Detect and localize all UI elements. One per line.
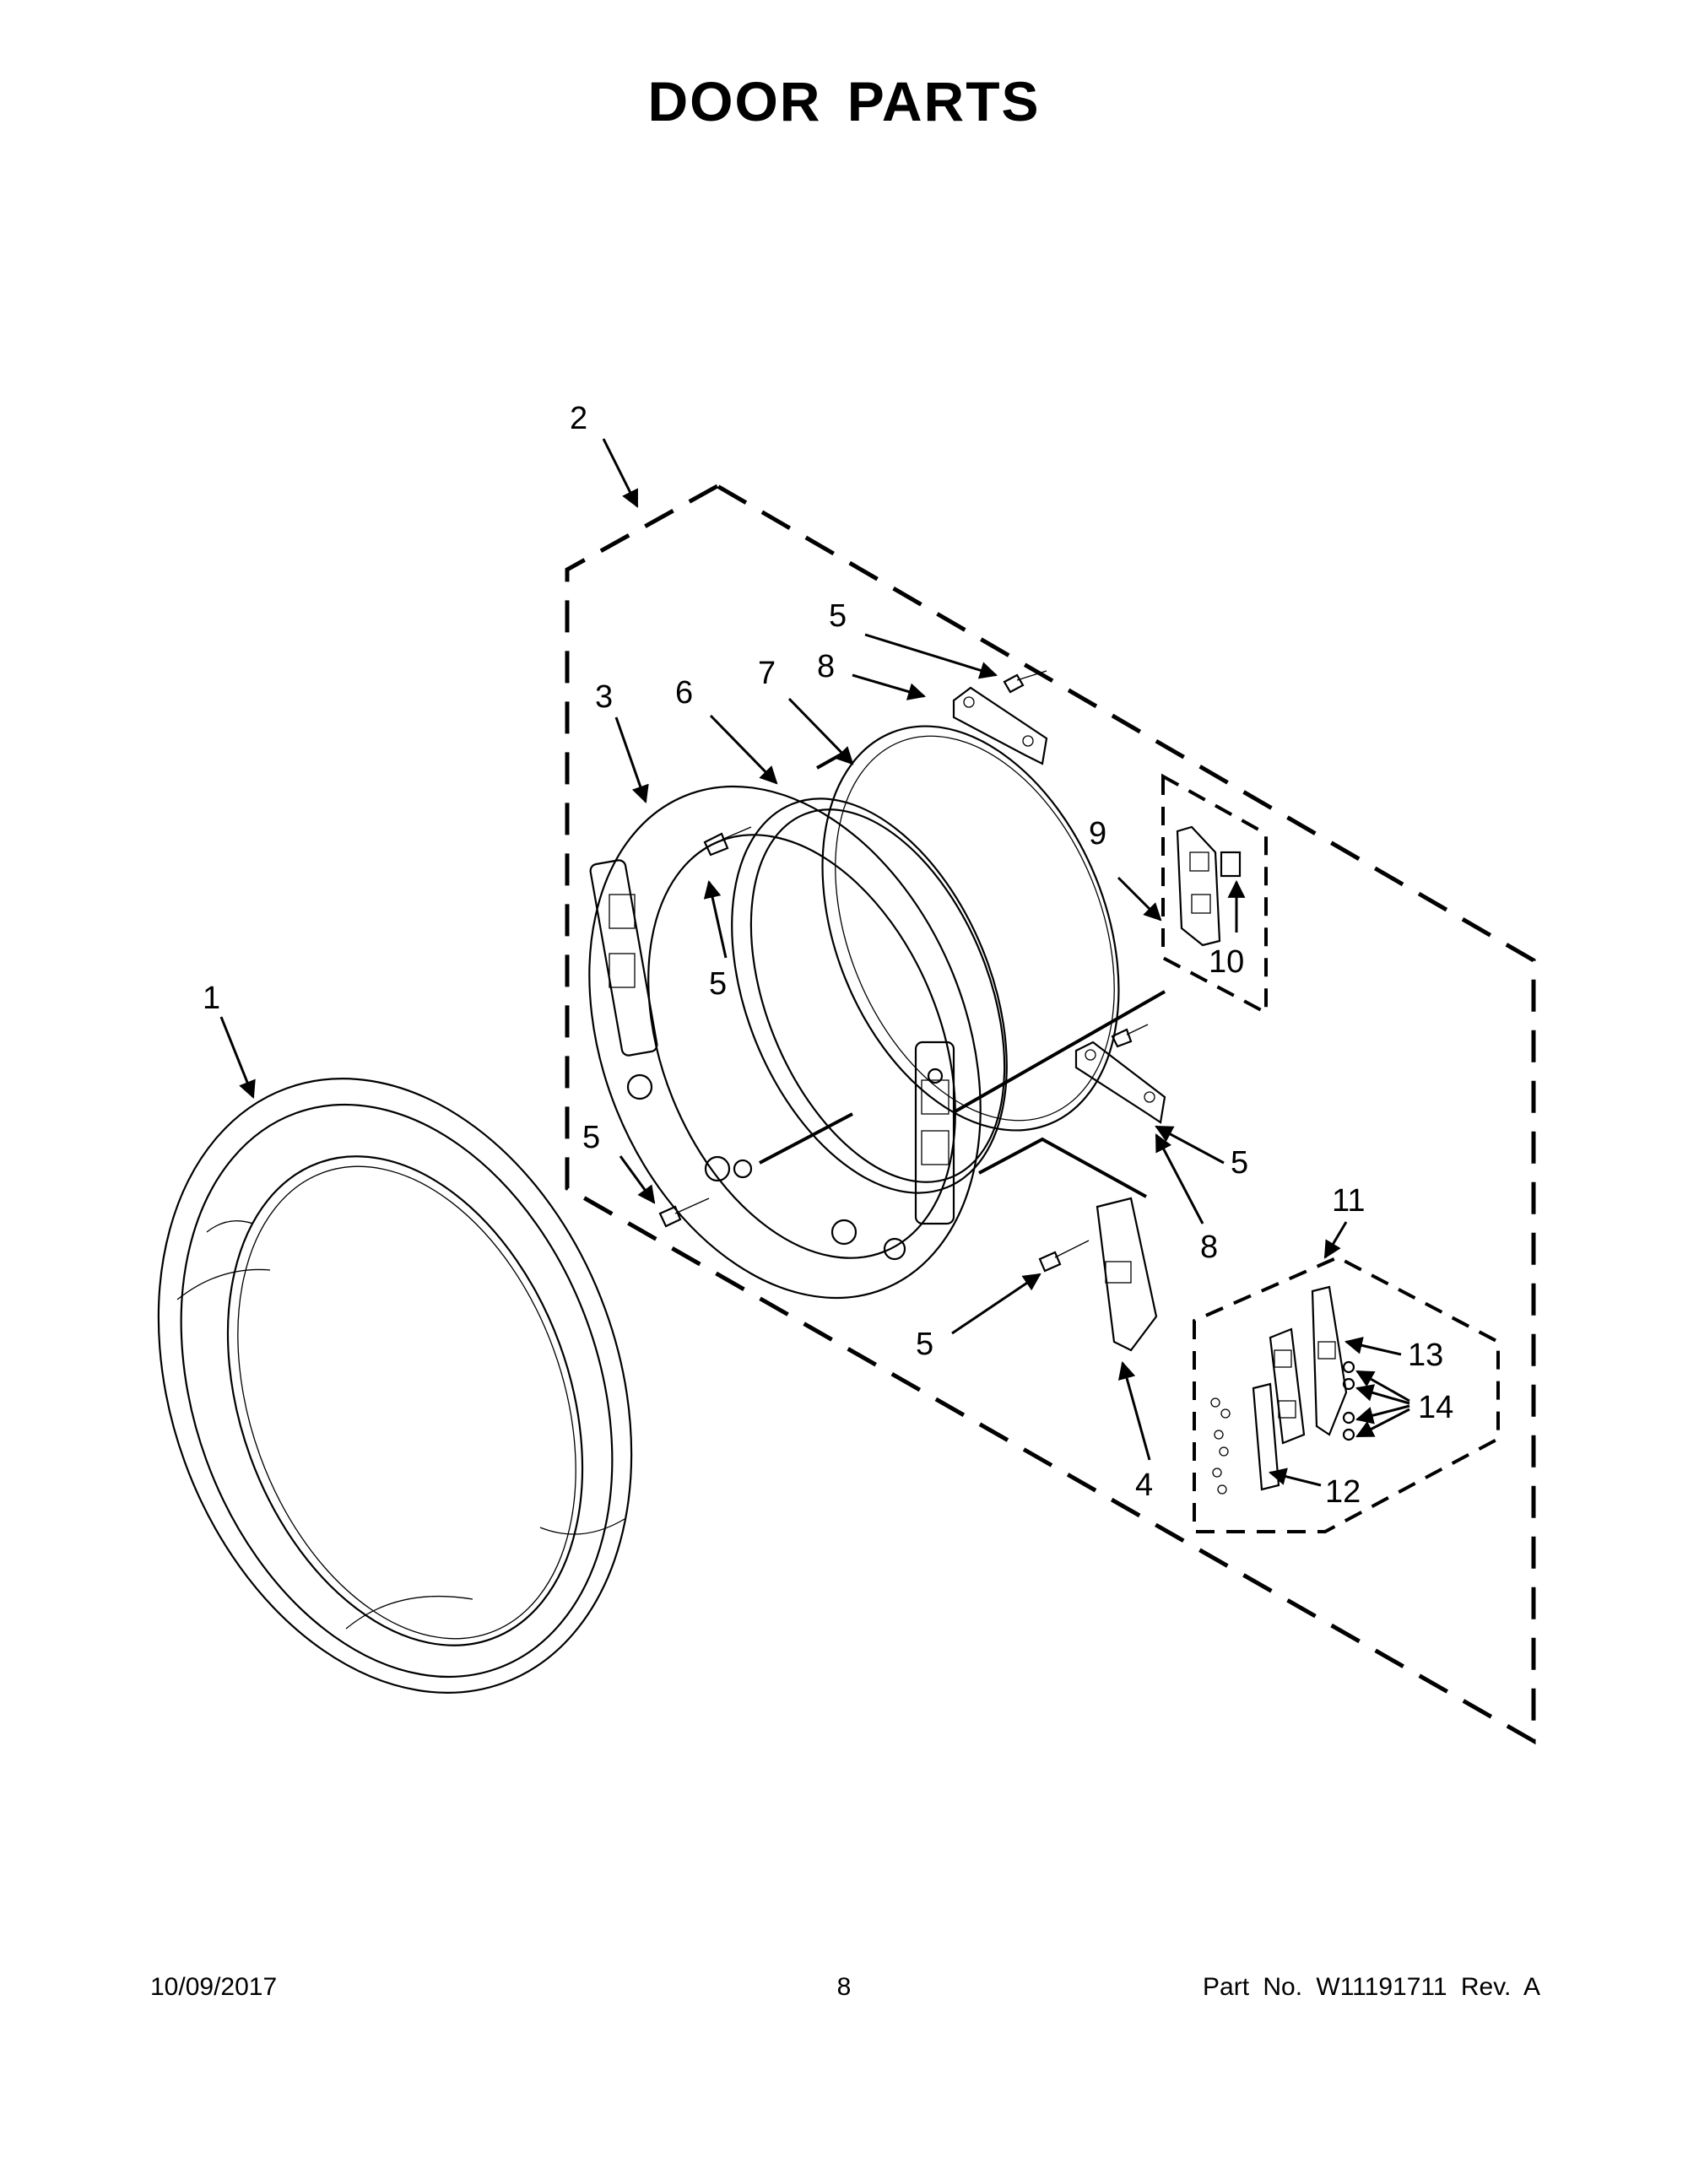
callout-12: 12	[1325, 1474, 1361, 1510]
part-8-lower-hinge-plate	[1074, 1041, 1166, 1124]
part-6-gasket	[731, 797, 1008, 1194]
callout-1: 1	[203, 981, 220, 1016]
footer-date: 10/09/2017	[150, 1973, 278, 2001]
part-5-screws	[658, 670, 1149, 1273]
leader-lines	[219, 438, 1410, 1487]
callout-9: 9	[1089, 816, 1106, 851]
part-4-latch-plate	[1096, 1197, 1158, 1352]
small-screws	[1210, 1397, 1231, 1495]
part-10-clip	[1220, 851, 1242, 878]
callout-5-hinge: 5	[1231, 1145, 1248, 1181]
part-14-washers	[1342, 1360, 1355, 1441]
callout-4: 4	[1135, 1468, 1153, 1503]
assembly-2-boundary	[565, 484, 1536, 1745]
callout-6: 6	[675, 675, 693, 711]
callout-5-lower-left: 5	[582, 1120, 600, 1155]
callout-2: 2	[570, 401, 587, 436]
part-9-hinge-bracket	[1176, 825, 1221, 947]
callout-10: 10	[1209, 944, 1244, 980]
page-title: DOOR PARTS	[647, 70, 1041, 132]
part-1-outer-door	[157, 1078, 633, 1694]
assembly-line-upper	[953, 990, 1166, 1114]
callout-5-latch: 5	[916, 1327, 933, 1362]
part-12-hinge-plate	[1252, 1327, 1306, 1491]
part-13-hinge-arm	[1311, 1285, 1348, 1436]
callout-8-lower: 8	[1200, 1230, 1218, 1265]
assembly-line-lower	[759, 1112, 853, 1165]
callout-11: 11	[1332, 1183, 1365, 1219]
assembly-line-latch	[978, 1137, 1147, 1198]
callout-5-top: 5	[829, 598, 847, 634]
callout-5-frame: 5	[709, 966, 727, 1002]
footer-part-number: Part No. W11191711 Rev. A	[1203, 1973, 1540, 2001]
callout-8-upper: 8	[817, 649, 835, 684]
callout-7: 7	[758, 656, 776, 691]
callout-3: 3	[595, 679, 613, 715]
assembly-line-top	[816, 751, 845, 770]
part-3-door-frame	[588, 785, 982, 1300]
callout-13: 13	[1408, 1338, 1443, 1373]
part-8-upper-hinge-plate	[952, 686, 1048, 765]
footer-page-number: 8	[836, 1973, 852, 2001]
part-7-glass	[821, 725, 1120, 1132]
callout-14: 14	[1418, 1390, 1453, 1425]
